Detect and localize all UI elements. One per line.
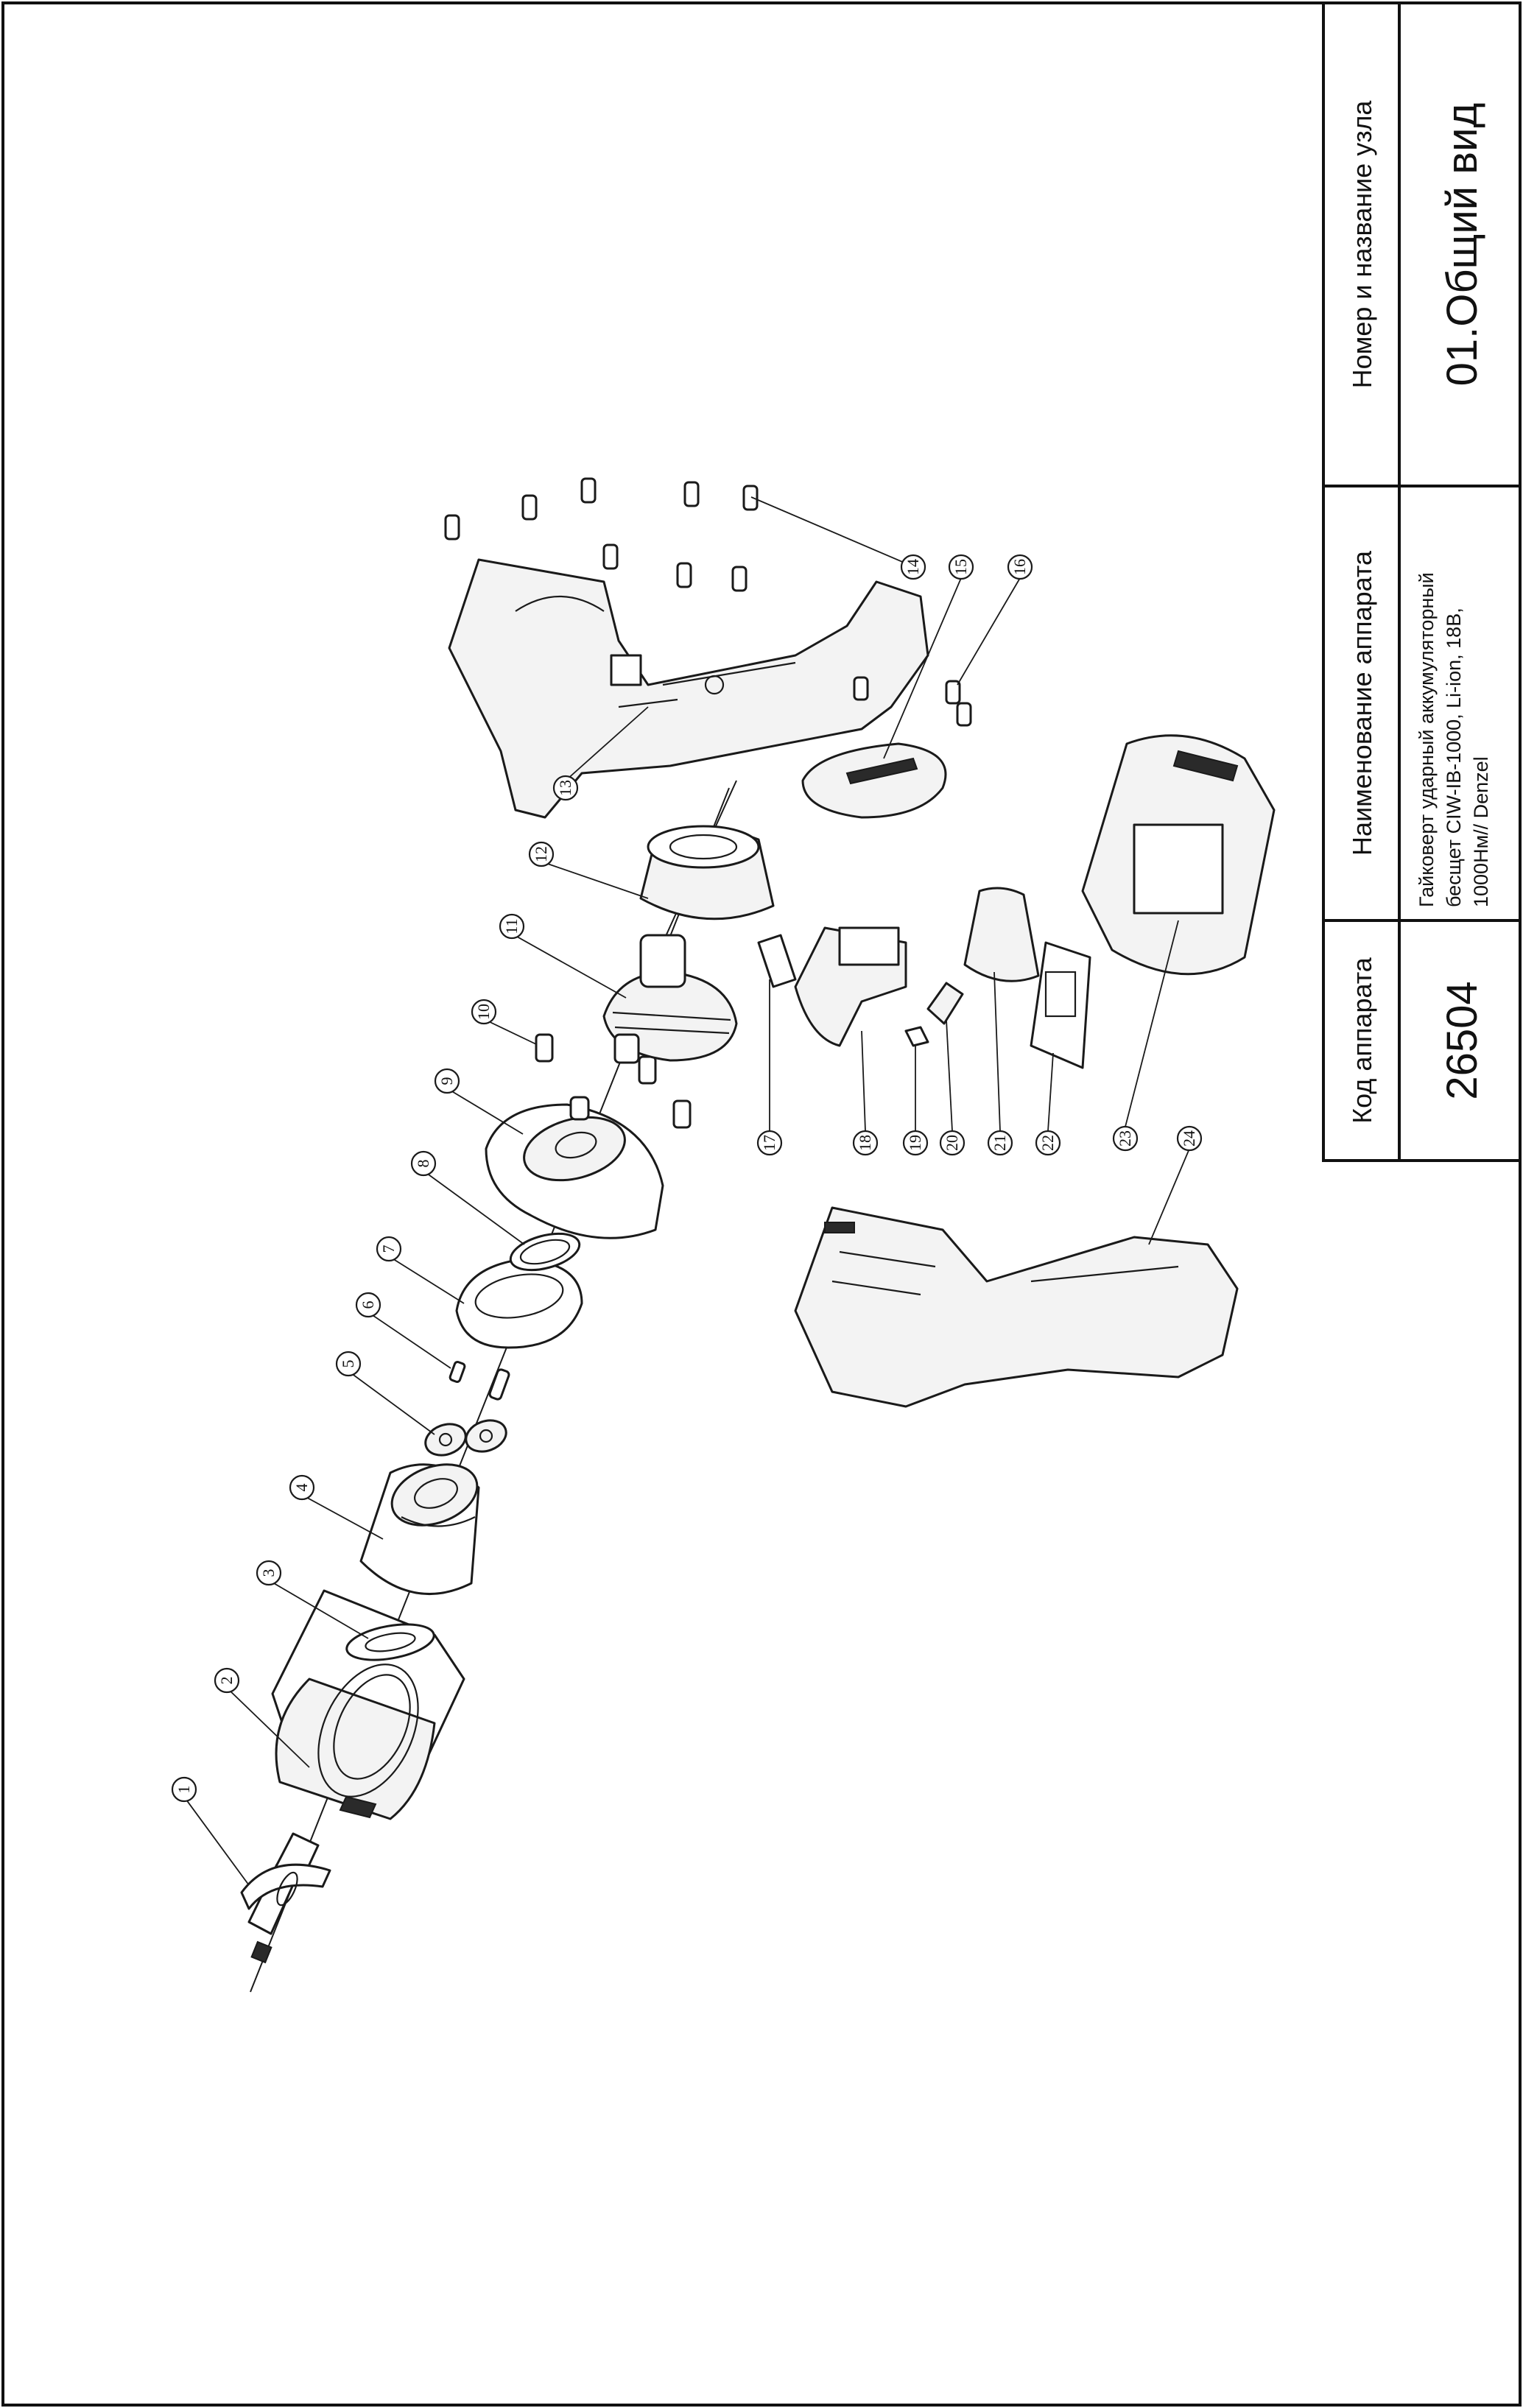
part-3-washer xyxy=(345,1623,435,1661)
callout-3: 3 xyxy=(256,1560,369,1639)
callout-18: 18 xyxy=(852,1030,879,1156)
part-20-led-board xyxy=(926,982,964,1025)
svg-text:4: 4 xyxy=(292,1484,311,1492)
svg-text:6: 6 xyxy=(359,1301,377,1309)
part-6-pins xyxy=(449,1361,510,1401)
part-23-battery xyxy=(1081,734,1276,976)
svg-text:16: 16 xyxy=(1010,559,1029,575)
svg-text:20: 20 xyxy=(943,1135,961,1151)
node-header: Номер и название узла xyxy=(1347,100,1377,389)
svg-text:19: 19 xyxy=(906,1135,924,1151)
part-9-bearing-flange xyxy=(485,1096,664,1239)
svg-text:23: 23 xyxy=(1116,1130,1134,1147)
part-12-stator xyxy=(639,825,775,920)
callout-24: 24 xyxy=(1148,1125,1203,1245)
name-header: Наименование аппарата xyxy=(1347,550,1377,856)
callout-7: 7 xyxy=(376,1236,465,1304)
part-11-rotor xyxy=(602,934,738,1064)
svg-text:2: 2 xyxy=(217,1677,236,1685)
code-value: 26504 xyxy=(1438,981,1486,1099)
code-header: Код аппарата xyxy=(1347,957,1377,1124)
node-value: 01.Общий вид xyxy=(1438,103,1486,387)
part-8-o-ring xyxy=(509,1232,581,1272)
part-15-top-cover xyxy=(801,742,947,819)
part-16-screws xyxy=(853,676,972,727)
part-7-ring-gear xyxy=(455,1258,583,1349)
svg-text:7: 7 xyxy=(379,1245,398,1253)
part-22-control-board xyxy=(1030,941,1091,1069)
part-5-steel-balls xyxy=(424,1419,507,1457)
svg-text:14: 14 xyxy=(904,559,922,575)
svg-text:24: 24 xyxy=(1180,1130,1198,1147)
callout-5: 5 xyxy=(335,1351,435,1435)
part-24-housing-shell xyxy=(794,1206,1239,1408)
part-2-gear-housing xyxy=(271,1589,465,1820)
svg-text:3: 3 xyxy=(259,1569,278,1577)
callout-15: 15 xyxy=(883,554,974,759)
svg-text:15: 15 xyxy=(952,559,970,575)
name-line-3: 1000Нм// Denzel xyxy=(1470,756,1492,907)
svg-text:9: 9 xyxy=(437,1077,456,1085)
part-4-hammer xyxy=(359,1463,480,1596)
name-line-1: Гайковерт ударный аккумуляторный xyxy=(1415,572,1438,907)
svg-text:10: 10 xyxy=(474,1004,493,1020)
svg-text:11: 11 xyxy=(502,918,521,934)
svg-text:1: 1 xyxy=(175,1786,193,1794)
title-block: Код аппарата 26504 Наименование аппарата… xyxy=(1322,1,1522,1162)
callout-10: 10 xyxy=(471,999,537,1045)
callout-6: 6 xyxy=(355,1292,451,1369)
callout-2: 2 xyxy=(214,1667,310,1768)
part-1-anvil xyxy=(240,1832,331,1964)
callouts: 1 2 3 4 5 6 7 8 9 10 11 12 13 14 15 16 1… xyxy=(171,496,1203,1886)
callout-22: 22 xyxy=(1035,1052,1061,1156)
callout-12: 12 xyxy=(528,841,649,899)
callout-23: 23 xyxy=(1112,920,1179,1152)
svg-text:21: 21 xyxy=(991,1135,1009,1151)
svg-text:22: 22 xyxy=(1038,1135,1057,1151)
callout-21: 21 xyxy=(987,971,1013,1156)
callout-20: 20 xyxy=(939,1019,965,1156)
svg-text:13: 13 xyxy=(556,780,574,796)
part-21-board-cover xyxy=(963,887,1040,982)
part-18-switch xyxy=(794,926,907,1047)
callout-11: 11 xyxy=(499,913,627,999)
part-17-plate xyxy=(757,934,797,988)
callout-9: 9 xyxy=(434,1068,524,1135)
svg-text:12: 12 xyxy=(532,846,550,862)
svg-text:5: 5 xyxy=(339,1360,357,1368)
svg-text:17: 17 xyxy=(760,1135,778,1151)
callout-17: 17 xyxy=(756,979,783,1156)
callout-13: 13 xyxy=(552,706,649,801)
callout-16: 16 xyxy=(957,554,1033,686)
callout-4: 4 xyxy=(289,1474,384,1540)
callout-14: 14 xyxy=(750,496,926,580)
svg-text:8: 8 xyxy=(414,1160,432,1168)
callout-1: 1 xyxy=(171,1776,250,1886)
part-19-clip xyxy=(904,1026,929,1047)
part-14-housing-screws xyxy=(444,477,759,592)
part-13-housing-half xyxy=(448,558,929,819)
svg-text:18: 18 xyxy=(856,1135,874,1151)
part-10-screws xyxy=(535,1033,692,1129)
name-line-2: бесщет CIW-IB-1000, Li-ion, 18В, xyxy=(1443,608,1465,907)
callout-19: 19 xyxy=(902,1046,929,1156)
callout-8: 8 xyxy=(410,1150,525,1245)
